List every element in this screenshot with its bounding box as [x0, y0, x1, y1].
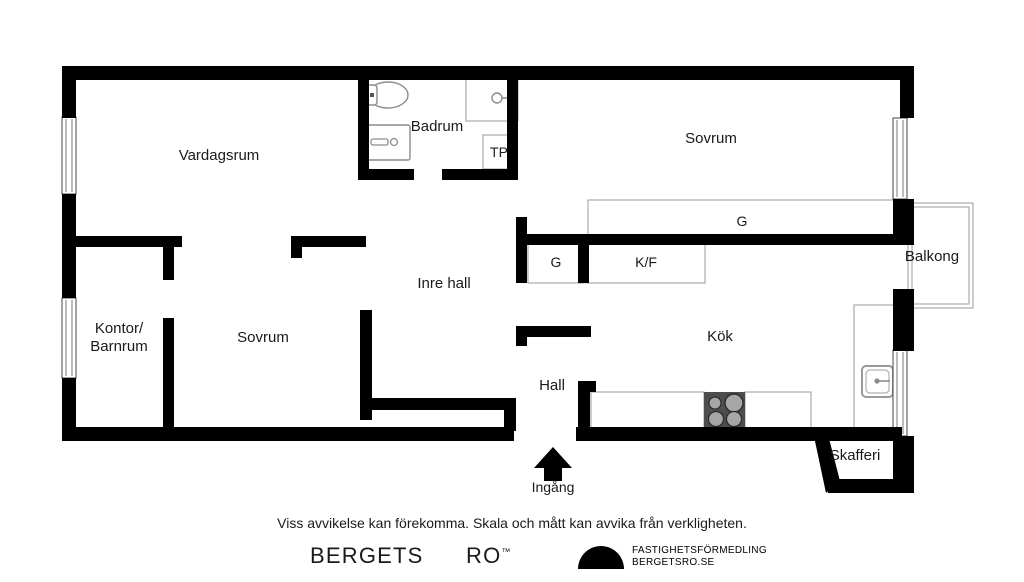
closet-label-tp: TP: [490, 144, 508, 160]
wall-hall-right: [578, 381, 590, 429]
footer: Viss avvikelse kan förekomma. Skala och …: [0, 515, 1024, 581]
wall-vardagsrum-right: [358, 80, 369, 180]
wall-exterior-right-c: [893, 289, 914, 351]
dome-icon: [578, 546, 624, 569]
sink-drain-icon: [389, 137, 399, 147]
stove-burner-3: [707, 410, 725, 428]
wall-badrum-right: [507, 80, 518, 180]
window-sovrum: [892, 117, 908, 200]
wall-kok-balkong-stub: [818, 427, 828, 441]
wall-hall-right-top: [578, 381, 596, 392]
wall-exterior-bottom-right: [576, 427, 818, 441]
wall-exterior-left-a: [62, 66, 76, 118]
wall-skafferi-top: [812, 427, 902, 441]
window-kontor: [61, 297, 77, 379]
wall-badrum-bottom-left: [358, 169, 414, 180]
agency-logo: FASTIGHETSFÖRMEDLING BERGETSRO.SE: [578, 543, 767, 569]
agency-logo-line2: BERGETSRO.SE: [632, 557, 715, 568]
window-kok: [892, 349, 908, 437]
wall-kontor-right-stub: [163, 236, 174, 280]
stove-burner-1: [708, 396, 722, 410]
entrance-arrow-group: [534, 447, 572, 481]
walls: [62, 66, 914, 493]
sink-tap-icon: [370, 138, 389, 146]
kitchen-fixtures: [704, 365, 894, 430]
brand-bergets: BERGETS: [310, 543, 424, 568]
wall-inre-hall-stub-vert: [516, 326, 527, 346]
wall-exterior-right-d: [893, 436, 914, 493]
kitchen-counter-right-outline: [744, 391, 812, 431]
closet-label-kf: K/F: [635, 254, 657, 270]
wall-sovrum-nedre-right: [360, 310, 372, 420]
stove-burner-4: [725, 410, 743, 428]
wall-sovrum-nedre-top-stub: [291, 236, 302, 258]
up-arrow-icon: [534, 447, 572, 481]
closet-hall-outline: [527, 241, 586, 284]
agency-logo-line1: FASTIGHETSFÖRMEDLING: [632, 545, 767, 556]
brand-ro-text: RO: [466, 543, 502, 568]
wall-inre-hall-kok-vert: [516, 217, 527, 283]
wall-exterior-right-a: [900, 66, 914, 118]
brand-ro: RO™: [466, 543, 510, 569]
closet-label-g-hall: G: [550, 254, 562, 270]
wall-skafferi-diagonal: [812, 427, 840, 493]
closet-label-g-sovrum: G: [736, 213, 748, 229]
wall-closet-divider: [578, 234, 589, 283]
wall-kontor-top: [62, 236, 182, 247]
wall-exterior-bottom-left: [62, 427, 514, 441]
wall-hall-left-top: [360, 398, 516, 410]
stove-burner-2: [724, 393, 744, 413]
wall-badrum-bottom-right: [442, 169, 518, 180]
disclaimer-text: Viss avvikelse kan förekomma. Skala och …: [277, 515, 747, 531]
trademark-symbol: ™: [501, 546, 511, 557]
toilet-flush-icon: [370, 93, 374, 97]
wall-kontor-sovrum-divider: [163, 318, 174, 432]
wall-inre-hall-stub: [516, 326, 591, 337]
wall-skafferi-bottom: [828, 479, 914, 493]
windows: [61, 116, 908, 437]
wall-exterior-left-c: [62, 378, 76, 441]
kitchen-counter-left-outline: [590, 391, 705, 431]
brand-row: BERGETS RO™ FASTIGHETSFÖRMEDLING BERGETS…: [0, 541, 1024, 581]
entrance-label: Ingång: [531, 479, 575, 495]
wall-exterior-right-b: [893, 199, 914, 239]
agency-logo-text: FASTIGHETSFÖRMEDLING BERGETSRO.SE: [632, 543, 767, 569]
balcony-inner-outline: [911, 206, 970, 305]
wall-exterior-top: [62, 66, 914, 80]
window-vardagsrum: [61, 116, 77, 195]
wall-sovrum-nedre-top: [291, 236, 366, 247]
wall-closet-top: [516, 234, 914, 245]
wall-hall-left-down: [504, 398, 516, 431]
shower-icon: [491, 92, 503, 104]
